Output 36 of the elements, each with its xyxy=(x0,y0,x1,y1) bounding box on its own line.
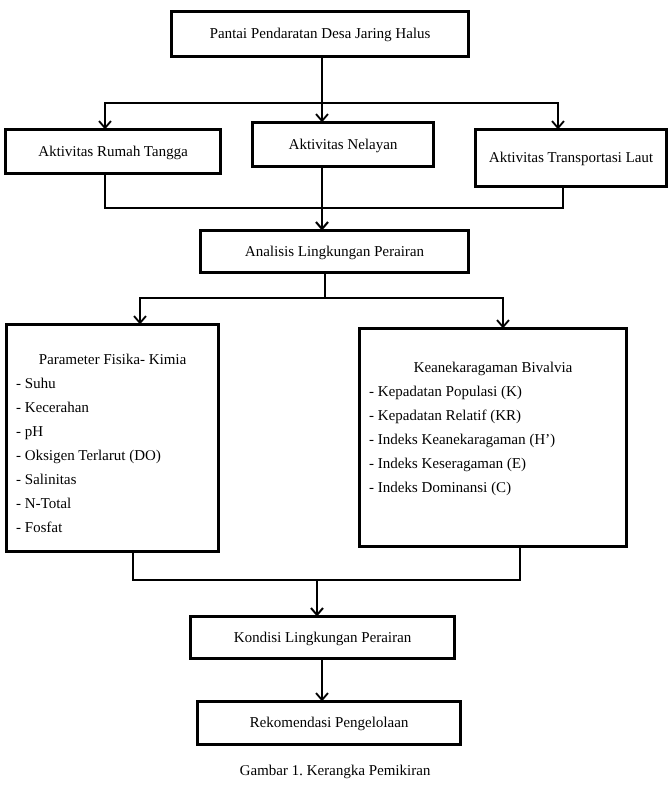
process-box xyxy=(189,615,456,660)
list-item: - Kepadatan Relatif (KR) xyxy=(368,407,522,426)
process-box xyxy=(199,229,470,274)
process-box xyxy=(4,128,222,175)
arrow xyxy=(315,188,564,230)
list-item: - Kepadatan Populasi (K) xyxy=(368,383,523,402)
list-item: - Salinitas xyxy=(15,471,78,490)
list-item: - Suhu xyxy=(15,375,57,394)
list-item: - Indeks Dominansi (C) xyxy=(368,479,512,498)
box-label: Aktivitas Nelayan xyxy=(288,136,398,154)
arrow xyxy=(310,548,521,616)
process-box xyxy=(170,10,470,58)
process-box xyxy=(474,128,668,188)
list-item: - pH xyxy=(15,423,44,442)
box-label: Aktivitas Rumah Tangga xyxy=(38,142,188,162)
list-box xyxy=(5,323,220,553)
box-label: Pantai Pendaratan Desa Jaring Halus xyxy=(210,25,430,44)
list-item: - Oksigen Terlarut (DO) xyxy=(15,447,162,466)
process-box xyxy=(196,700,462,746)
box-heading: Parameter Fisika- Kimia xyxy=(38,351,188,370)
process-box xyxy=(251,121,435,168)
arrow xyxy=(324,274,510,328)
caption: Gambar 1. Kerangka Pemikiran xyxy=(238,762,432,781)
list-box xyxy=(358,327,628,548)
arrow xyxy=(321,58,565,129)
box-label: Kondisi Lingkungan Perairan xyxy=(234,628,412,648)
list-item: - N-Total xyxy=(15,495,72,514)
box-label: Aktivitas Transportasi Laut xyxy=(488,149,654,168)
box-label: Rekomendasi Pengelolaan xyxy=(250,714,408,733)
box-label: Analisis Lingkungan Perairan xyxy=(244,242,424,262)
list-item: - Indeks Keanekaragaman (H’) xyxy=(368,431,556,450)
box-heading: Keanekaragaman Bivalvia xyxy=(412,359,574,378)
list-item: - Kecerahan xyxy=(15,399,90,418)
list-item: - Indeks Keseragaman (E) xyxy=(368,455,528,474)
list-item: - Fosfat xyxy=(15,519,64,538)
arrow xyxy=(315,660,329,701)
